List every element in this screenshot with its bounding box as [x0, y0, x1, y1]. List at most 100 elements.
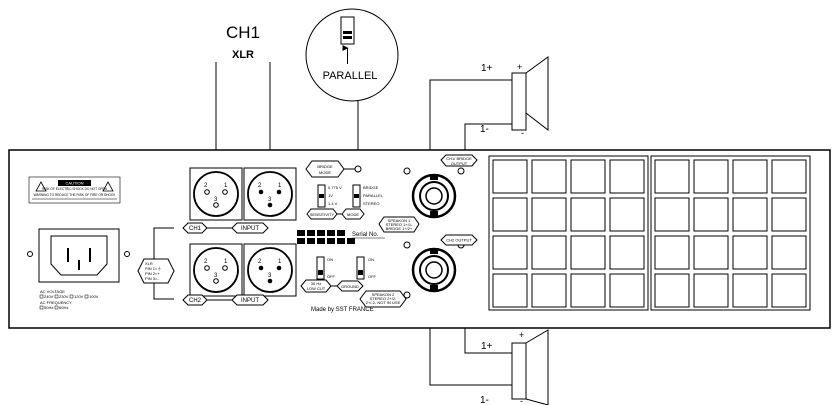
xlr-pin3: PIN 3=- — [145, 276, 159, 281]
caution-line1: RISK OF ELECTRIC SHOCK DO NOT OPEN — [42, 187, 107, 191]
freq-option: 60Hz — [59, 305, 68, 310]
serial-block: Serial No. — [297, 230, 385, 244]
sens-opt: 1.4 V — [328, 201, 338, 206]
vent-slot — [771, 273, 807, 308]
power-inlet — [27, 228, 130, 283]
serial-label: Serial No. — [352, 232, 379, 238]
lowcut-on: ON — [327, 257, 333, 262]
lowcut-label: LOW CUT — [307, 286, 326, 291]
xlr-connectors: 2 1 3 2 1 3 2 1 3 2 1 3 — [189, 167, 297, 297]
vent-slot — [609, 235, 645, 270]
speakon2-title: SPEAKON 2 — [372, 292, 395, 297]
speaker-top-plus-sign: + — [517, 62, 522, 72]
svg-text:3: 3 — [214, 197, 218, 203]
volt-option: 240V — [44, 294, 54, 299]
vent-slot — [771, 197, 807, 232]
ch2-tag: CH2 — [189, 298, 202, 304]
vent-slot — [654, 197, 690, 232]
input-tag-2: INPUT — [241, 298, 259, 304]
xlr-pin2: PIN 2=+ — [145, 271, 160, 276]
vent-slot — [732, 273, 768, 308]
svg-text:2: 2 — [258, 259, 262, 265]
svg-text:3: 3 — [268, 273, 272, 279]
ch1-bridge-output-line1: CH1/ BRIDGE — [446, 156, 472, 161]
ch1-bridge-output-line2: OUTPUT — [451, 161, 468, 166]
vent-slot — [693, 159, 729, 194]
vent-slot — [732, 235, 768, 270]
bridge-mode-line2: MODE — [319, 170, 331, 175]
volt-option: 230V — [59, 294, 69, 299]
switch-section: BRIDGE MODE 0.775 V 1V 1.4 V SENSITIVITY… — [305, 160, 384, 220]
mode-label: MODE — [347, 212, 359, 217]
connector-label: XLR — [232, 49, 254, 61]
ac-voltage-label: AC VOLTAGE — [40, 289, 65, 294]
vent-slot — [654, 159, 690, 194]
speaker-bottom-plus-sign: + — [519, 330, 524, 340]
caution-warning: WARNING TO REDUCE THE RISK OF FIRE OR SH… — [34, 193, 117, 197]
ventilation-grid — [488, 155, 811, 311]
caution-title: CAUTION — [66, 181, 84, 186]
vent-slot — [531, 197, 567, 232]
svg-text:1: 1 — [224, 183, 228, 189]
ground-label: GROUND — [341, 284, 359, 289]
xlr-pinout: XLR PIN 1=⏚ PIN 2=+ PIN 3=- — [137, 227, 175, 300]
vent-slot — [531, 159, 567, 194]
svg-text:2: 2 — [258, 183, 262, 189]
vent-slot — [654, 235, 690, 270]
channel-title: CH1 — [226, 23, 260, 42]
mode-opt: PARALLEL — [363, 193, 384, 198]
freq-option: 50Hz — [44, 305, 53, 310]
volt-option: 100V — [89, 294, 99, 299]
lowcut-freq: 30 Hz — [311, 281, 321, 286]
vent-slot — [609, 273, 645, 308]
ch2-output-label: CH2 OUTPUT — [446, 238, 472, 243]
vent-slot — [492, 235, 528, 270]
speakon1-title: SPEAKON 1 — [388, 218, 411, 223]
madeby-label: Made by SST FRANCE — [311, 307, 374, 313]
ch1-tag: CH1 — [189, 226, 202, 232]
speaker-top-minus-sign: - — [521, 128, 524, 138]
vent-slot — [492, 197, 528, 232]
input-tag-1: INPUT — [241, 226, 259, 232]
parallel-label: PARALLEL — [323, 70, 378, 82]
speaker-bottom-minus-sign: - — [520, 396, 523, 405]
speaker-top: 1+ 1- + - — [429, 56, 549, 168]
ac-frequency-label: AC FREQUENCY — [40, 300, 72, 305]
volt-option: 120V — [74, 294, 84, 299]
lowcut-off: OFF — [327, 274, 336, 279]
vent-slot — [531, 273, 567, 308]
speakon1-bridge: BRIDGE 1+/2+ — [386, 226, 413, 231]
speakon2-stereo: STEREO 2+/2- — [370, 296, 397, 301]
svg-text:2: 2 — [204, 183, 208, 189]
svg-text:1: 1 — [224, 259, 228, 265]
xlr-pin-title: XLR — [145, 261, 153, 266]
lowcut-ground: ON OFF 30 Hz LOW CUT ON OFF GROUND Made … — [300, 256, 377, 313]
speakon1-stereo: STEREO 1+/1- — [386, 222, 413, 227]
vent-slot — [531, 235, 567, 270]
vent-slot — [732, 159, 768, 194]
sens-opt: 1V — [328, 193, 333, 198]
vent-slot — [771, 159, 807, 194]
svg-text:1: 1 — [278, 259, 282, 265]
vent-slot — [570, 159, 606, 194]
ground-on: ON — [368, 257, 374, 262]
vent-slot — [771, 235, 807, 270]
vent-slot — [570, 235, 606, 270]
bridge-mode-line1: BRIDGE — [317, 164, 333, 169]
speaker-top-plus: 1+ — [481, 63, 493, 74]
vent-slot — [570, 197, 606, 232]
svg-text:3: 3 — [268, 197, 272, 203]
sensitivity-label: SENSITIVITY — [310, 212, 335, 217]
svg-text:3: 3 — [214, 273, 218, 279]
vent-slot — [693, 197, 729, 232]
svg-text:1: 1 — [278, 183, 282, 189]
parallel-callout: PARALLEL — [305, 8, 399, 175]
vent-slot — [654, 273, 690, 308]
vent-slot — [693, 235, 729, 270]
vent-slot — [492, 273, 528, 308]
speaker-top-minus: 1- — [480, 124, 489, 135]
vent-slot — [732, 197, 768, 232]
vent-slot — [609, 197, 645, 232]
speaker-bottom-minus: 1- — [480, 395, 489, 405]
